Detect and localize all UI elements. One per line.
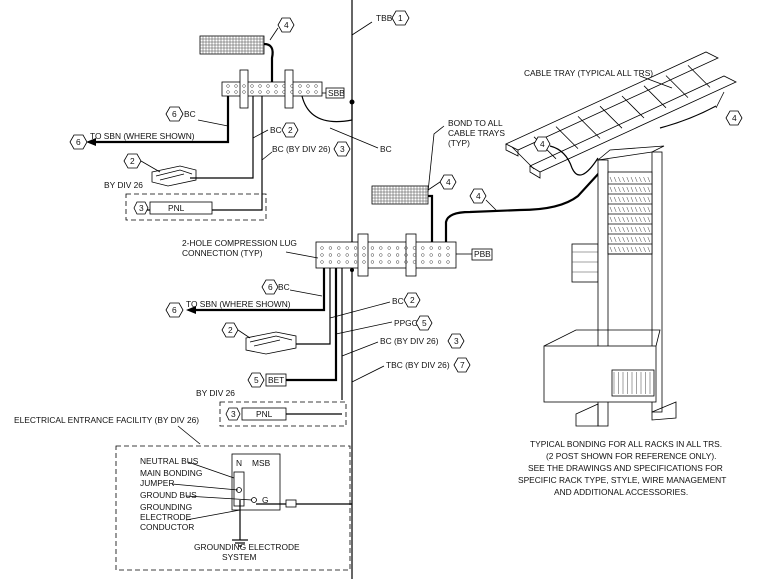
by-div26-label: BY DIV 26 <box>196 388 235 398</box>
bc-to-sbn <box>90 96 230 144</box>
note-line: SEE THE DRAWINGS AND SPECIFICATIONS FOR <box>528 463 723 473</box>
sbb-label: SBB <box>328 88 345 98</box>
tag-4: 4 <box>732 113 737 123</box>
tag-6: 6 <box>76 137 81 147</box>
cable-tray-label: CABLE TRAY (TYPICAL ALL TRS) <box>524 68 653 78</box>
tag-4: 4 <box>446 177 451 187</box>
pbb-label: PBB <box>474 249 491 259</box>
tag-3: 3 <box>231 409 236 419</box>
floor-plate-upper <box>151 165 197 187</box>
pnl-label: PNL <box>256 409 273 419</box>
sbb-bar <box>221 69 323 109</box>
tbc-div26-label: TBC (BY DIV 26) <box>386 360 450 370</box>
sbb-tray-bond <box>263 42 274 90</box>
bond-trays-leader <box>427 125 445 193</box>
pbb-cable-tray-mesh <box>371 185 429 205</box>
ges-label: SYSTEM <box>222 552 256 562</box>
tbb-label: TBB <box>376 13 393 23</box>
tag-4: 4 <box>284 20 289 30</box>
sbb-cable-tray-mesh <box>199 35 265 55</box>
pbb-tray-bond <box>428 194 434 244</box>
bc-div26-upper <box>135 96 263 211</box>
ground-bus-label: GROUND BUS <box>140 490 197 500</box>
bc-div26-label: BC (BY DIV 26) <box>380 336 439 346</box>
note-line: AND ADDITIONAL ACCESSORIES. <box>554 487 688 497</box>
ges-label: GROUNDING ELECTRODE <box>194 542 300 552</box>
bc-to-mat <box>190 96 254 179</box>
tag-3: 3 <box>454 336 459 346</box>
g-label: G <box>262 495 269 505</box>
main-bonding-label: MAIN BONDING <box>140 468 202 478</box>
tag-2: 2 <box>228 325 233 335</box>
note-line: TYPICAL BONDING FOR ALL RACKS IN ALL TRS… <box>530 439 722 449</box>
tag-3: 3 <box>340 144 345 154</box>
neutral-bus-label: NEUTRAL BUS <box>140 456 199 466</box>
bc-label: BC <box>392 296 404 306</box>
sbb-to-tbb-conductor <box>301 95 353 123</box>
n-label: N <box>236 458 242 468</box>
tray-bond <box>659 105 717 129</box>
ppgc-label: PPGC <box>394 318 418 328</box>
panel-boundary-upper <box>125 193 267 221</box>
main-bonding-label: JUMPER <box>140 478 174 488</box>
tag-3: 3 <box>139 203 144 213</box>
pbb-bar <box>315 233 457 277</box>
to-sbn-label: TO SBN (WHERE SHOWN) <box>186 299 291 309</box>
floor-plate-lower <box>245 331 297 355</box>
tag-5: 5 <box>422 318 427 328</box>
bet-conductor <box>286 268 338 382</box>
tag-6: 6 <box>172 305 177 315</box>
gec-label: GROUNDING <box>140 502 192 512</box>
tag-1: 1 <box>398 13 403 23</box>
msb-label: MSB <box>252 458 271 468</box>
rack-bond-loop <box>549 145 599 176</box>
gec-label: ELECTRODE <box>140 512 192 522</box>
bc-to-sbn-lower <box>190 268 326 312</box>
pnl-label: PNL <box>168 203 185 213</box>
bc-label: BC <box>278 282 290 292</box>
tag-2: 2 <box>130 156 135 166</box>
bc-div26-label: BC (BY DIV 26) <box>272 144 331 154</box>
to-sbn-label: TO SBN (WHERE SHOWN) <box>90 131 195 141</box>
by-div26-label: BY DIV 26 <box>104 180 143 190</box>
bc-label: BC <box>184 109 196 119</box>
bc-to-mat-lower <box>296 268 331 345</box>
tag-2: 2 <box>410 295 415 305</box>
equipment-rack <box>543 145 677 427</box>
tag-7: 7 <box>460 360 465 370</box>
bet-label: BET <box>268 375 284 385</box>
bond-trays-label: (TYP) <box>448 138 470 148</box>
gec-label: CONDUCTOR <box>140 522 194 532</box>
lug-label: 2-HOLE COMPRESSION LUG <box>182 238 297 248</box>
eef-label: ELECTRICAL ENTRANCE FACILITY (BY DIV 26) <box>14 415 199 425</box>
tag-6: 6 <box>172 109 177 119</box>
tag-5: 5 <box>254 375 259 385</box>
note-line: SPECIFIC RACK TYPE, STYLE, WIRE MANAGEME… <box>518 475 726 485</box>
tag-2: 2 <box>288 125 293 135</box>
bc-label: BC <box>380 144 392 154</box>
tbb-splice <box>350 268 354 272</box>
lug-label: CONNECTION (TYP) <box>182 248 263 258</box>
note-line: (2 POST SHOWN FOR REFERENCE ONLY). <box>546 451 716 461</box>
panel-boundary-lower <box>219 401 347 427</box>
bond-trays-label: BOND TO ALL <box>448 118 503 128</box>
eef-boundary <box>115 445 351 571</box>
bc-label: BC <box>270 125 282 135</box>
tag-4: 4 <box>476 191 481 201</box>
tag-6: 6 <box>268 282 273 292</box>
pbb-to-rack-conductor <box>444 160 602 242</box>
bond-trays-label: CABLE TRAYS <box>448 128 505 138</box>
tag-4: 4 <box>540 139 545 149</box>
